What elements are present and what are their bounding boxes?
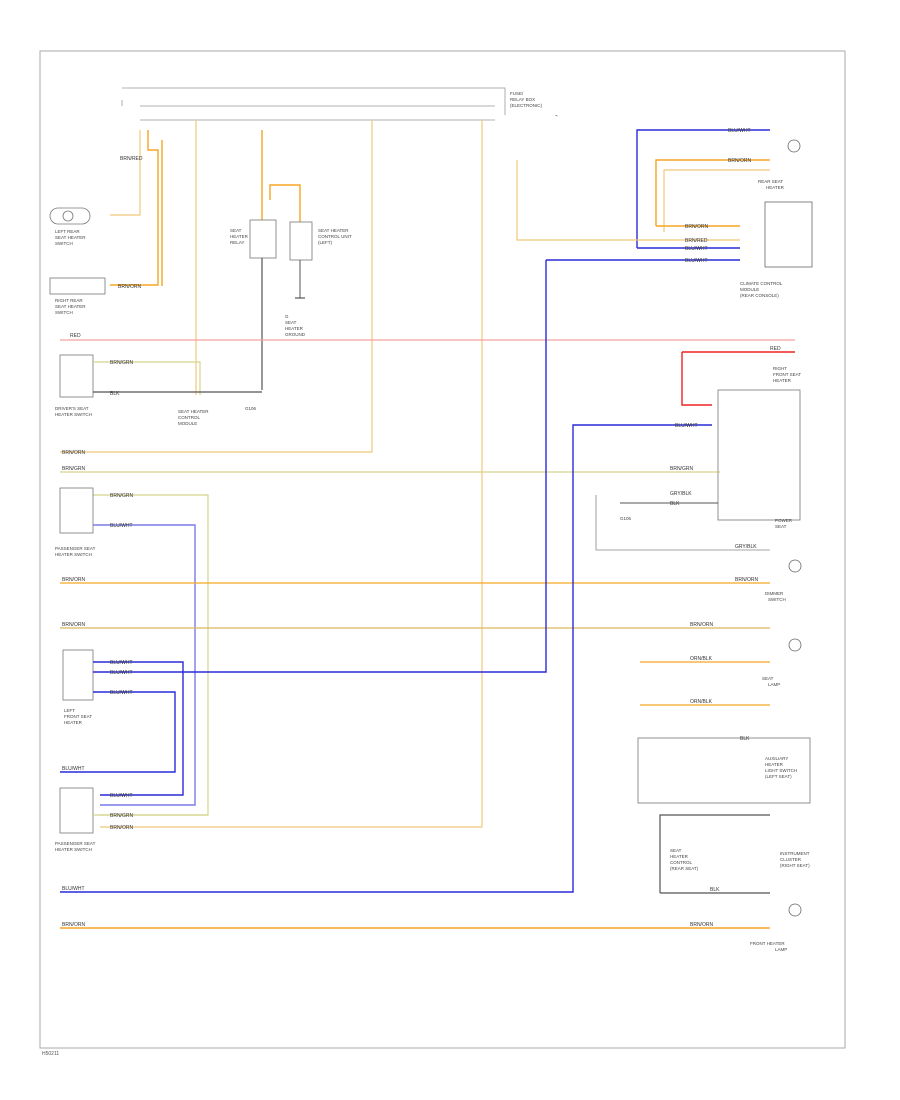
svg-text:⌁: ⌁ bbox=[555, 113, 558, 118]
vertical-leads bbox=[60, 120, 483, 828]
svg-text:BRN/GRN: BRN/GRN bbox=[670, 466, 693, 472]
diagram-code: H50211 bbox=[42, 1051, 59, 1057]
svg-text:BRN/ORN: BRN/ORN bbox=[728, 158, 751, 164]
svg-text:BRN/ORN: BRN/ORN bbox=[62, 450, 85, 456]
svg-text:BLU/WHT: BLU/WHT bbox=[62, 766, 85, 772]
svg-text:BLU/WHT: BLU/WHT bbox=[685, 258, 708, 264]
svg-text:BRN/GRN: BRN/GRN bbox=[62, 466, 85, 472]
svg-text:BRN/ORN: BRN/ORN bbox=[62, 577, 85, 583]
svg-text:BRN/RED: BRN/RED bbox=[120, 156, 143, 162]
svg-text:BLU/WHT: BLU/WHT bbox=[110, 690, 133, 696]
svg-text:BLU/WHT: BLU/WHT bbox=[110, 670, 133, 676]
svg-text:BLU/WHT: BLU/WHT bbox=[110, 793, 133, 799]
orange-wires: BRN/ORN BRN/ORN BRN/ORN BRN/ORN bbox=[60, 577, 770, 629]
svg-text:RED: RED bbox=[770, 346, 781, 352]
svg-text:BRN/ORN: BRN/ORN bbox=[690, 922, 713, 928]
svg-text:BLU/WHT: BLU/WHT bbox=[62, 886, 85, 892]
fuse-relay-box: FUSE/RELAY BOX(ELECTRONIC) ⌁ bbox=[121, 87, 558, 121]
svg-text:GRY/BLK: GRY/BLK bbox=[735, 544, 757, 550]
svg-text:FUSE/RELAY BOX(ELECTRONIC): FUSE/RELAY BOX(ELECTRONIC) bbox=[510, 91, 543, 108]
svg-text:BRN/ORN: BRN/ORN bbox=[118, 284, 141, 290]
svg-text:ORN/BLK: ORN/BLK bbox=[690, 656, 713, 662]
svg-text:G106: G106 bbox=[620, 516, 632, 521]
svg-text:BLK: BLK bbox=[710, 887, 720, 893]
svg-text:RED: RED bbox=[70, 333, 81, 339]
svg-text:BRN/ORN: BRN/ORN bbox=[110, 825, 133, 831]
svg-text:BLU/WHT: BLU/WHT bbox=[675, 423, 698, 429]
diagram-frame bbox=[39, 50, 846, 1049]
svg-text:GRY/BLK: GRY/BLK bbox=[670, 491, 692, 497]
svg-text:BRN/ORN: BRN/ORN bbox=[735, 577, 758, 583]
svg-text:BRN/GRN: BRN/GRN bbox=[110, 493, 133, 499]
svg-text:BRN/ORN: BRN/ORN bbox=[685, 224, 708, 230]
svg-text:G106: G106 bbox=[245, 406, 257, 411]
svg-text:BRN/GRN: BRN/GRN bbox=[110, 360, 133, 366]
svg-text:BRN/GRN: BRN/GRN bbox=[110, 813, 133, 819]
svg-text:BLK: BLK bbox=[740, 736, 750, 742]
svg-text:BLU/WHT: BLU/WHT bbox=[728, 128, 751, 134]
svg-text:BLU/WHT: BLU/WHT bbox=[110, 660, 133, 666]
red-bus: RED RED bbox=[60, 333, 795, 406]
svg-text:BLK: BLK bbox=[110, 391, 120, 397]
svg-text:BLU/WHT: BLU/WHT bbox=[685, 246, 708, 252]
svg-text:BRN/ORN: BRN/ORN bbox=[62, 922, 85, 928]
svg-text:ORN/BLK: ORN/BLK bbox=[690, 699, 713, 705]
svg-text:BLU/WHT: BLU/WHT bbox=[110, 523, 133, 529]
svg-text:BRN/ORN: BRN/ORN bbox=[690, 622, 713, 628]
svg-text:BRN/ORN: BRN/ORN bbox=[62, 622, 85, 628]
svg-text:BLK: BLK bbox=[670, 501, 680, 507]
svg-text:BRN/RED: BRN/RED bbox=[685, 238, 708, 244]
